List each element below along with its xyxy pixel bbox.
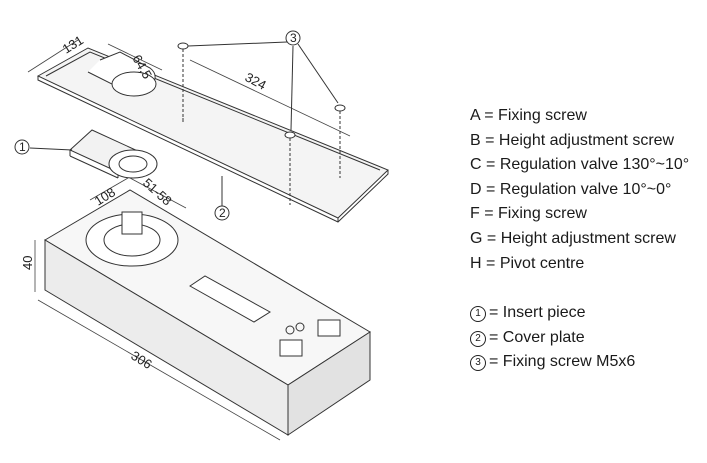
- callout-1-label: 1: [19, 140, 26, 154]
- legend-row-a: A = Fixing screw: [470, 107, 587, 124]
- dim-plate-length: 324: [243, 69, 269, 92]
- insert-piece: [29, 129, 158, 179]
- legend-row-c: C = Regulation valve 130°~10°: [470, 156, 690, 174]
- cover-plate: [36, 47, 389, 223]
- callout-3-circle: [285, 30, 301, 46]
- callout-1-circle: [14, 139, 30, 155]
- circled-number-icon: 2: [470, 330, 486, 347]
- closer-body: [44, 189, 371, 436]
- legend: A = Fixing screw B = Height adjustment s…: [470, 104, 705, 375]
- legend-row-d: D = Regulation valve 10°~0°: [470, 180, 672, 198]
- fixing-screws: [177, 41, 346, 205]
- legend-row-f: F = Fixing screw: [470, 205, 587, 223]
- legend-row-part-2: 2= Cover plate: [470, 326, 705, 351]
- circled-number-icon: 3: [470, 355, 486, 372]
- legend-gap: [470, 276, 705, 301]
- legend-row-b: B = Height adjustment screw: [470, 131, 675, 149]
- plate-dimension-lines: [27, 39, 351, 137]
- callout-2-label: 2: [219, 206, 226, 220]
- callout-3-label: 3: [290, 31, 297, 45]
- dim-body-height: 40: [20, 256, 35, 270]
- legend-row-g: G = Height adjustment screw: [470, 229, 676, 247]
- circled-number-icon: 1: [470, 306, 486, 323]
- legend-row-h: H = Pivot centre: [470, 254, 585, 272]
- body-dimension-lines: [34, 177, 281, 441]
- legend-row-part-1: 1= Insert piece: [470, 301, 705, 326]
- legend-row-part-3: 3= Fixing screw M5x6: [470, 350, 705, 375]
